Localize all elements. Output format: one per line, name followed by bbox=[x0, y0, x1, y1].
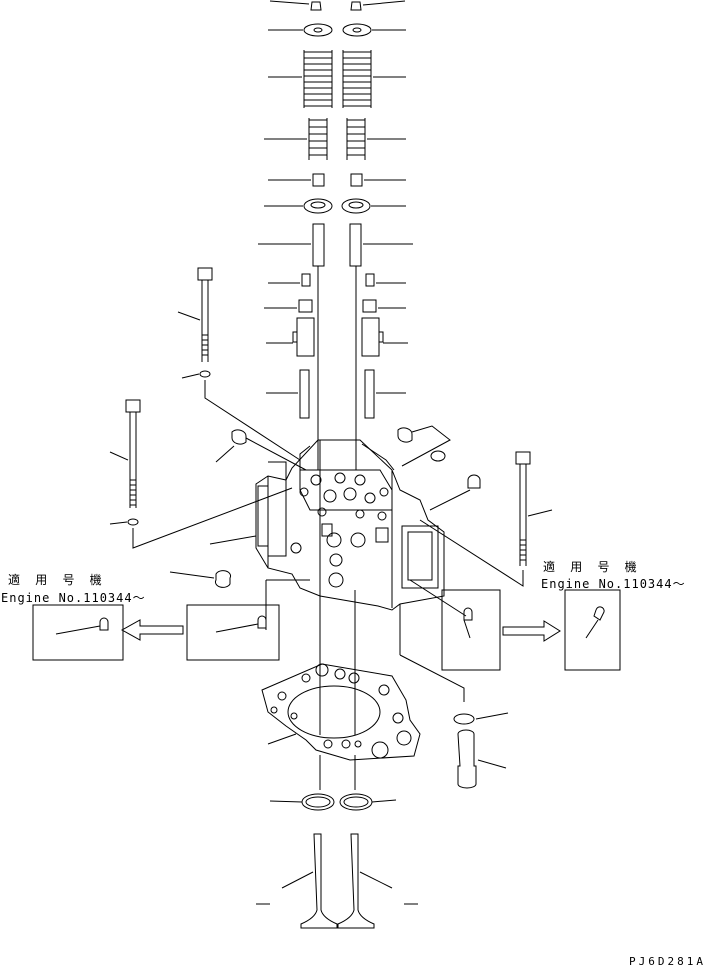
valve-guide-right bbox=[350, 224, 413, 266]
pin-right bbox=[366, 274, 406, 286]
expansion-plug-upper-right bbox=[398, 426, 450, 466]
applicable-serial-label-left: 適 用 号 機 bbox=[8, 573, 106, 587]
outer-valve-spring-left bbox=[268, 50, 332, 108]
inner-valve-spring-left bbox=[264, 118, 327, 160]
injector-sleeve bbox=[458, 730, 506, 788]
valve-stem-seal-left bbox=[268, 174, 324, 186]
nut-left bbox=[264, 300, 312, 312]
valve-stem-seal-right bbox=[351, 174, 406, 186]
valve-seat-insert-right bbox=[340, 794, 396, 810]
intake-valve bbox=[282, 834, 337, 928]
crosshead-right bbox=[362, 318, 408, 356]
assembly-guide-lines bbox=[318, 266, 356, 790]
expansion-plug-upper-left bbox=[216, 430, 306, 470]
detail-box-center-left bbox=[187, 605, 279, 660]
crosshead-left bbox=[266, 318, 314, 356]
cylinder-head-gasket bbox=[262, 664, 420, 760]
valve-seat-insert-left bbox=[270, 794, 334, 810]
head-bolt-right bbox=[420, 452, 552, 586]
spring-retainer-left bbox=[268, 24, 332, 36]
valve-guide-left bbox=[258, 224, 324, 266]
applicable-serial-label-right: 適 用 号 機 bbox=[543, 560, 641, 574]
lower-spring-seat-left bbox=[264, 199, 332, 213]
arrow-right bbox=[503, 621, 560, 641]
detail-box-far-right bbox=[565, 590, 620, 670]
plug-bolt-right bbox=[430, 475, 480, 510]
valve-keeper-right bbox=[351, 1, 405, 10]
o-ring bbox=[454, 713, 508, 724]
head-bolt-washer-lower bbox=[110, 488, 292, 548]
detail-box-far-left bbox=[33, 605, 123, 660]
spring-retainer-right bbox=[343, 24, 406, 36]
nut-right bbox=[363, 300, 406, 312]
valve-keeper-left bbox=[270, 1, 321, 10]
cylinder-head-leader-lines bbox=[210, 536, 466, 702]
exhaust-valve bbox=[338, 834, 392, 928]
pin-left bbox=[268, 274, 310, 286]
drawing-code: PJ6D281A bbox=[629, 955, 706, 968]
engine-serial-label-right: Engine No.110344～ bbox=[541, 577, 686, 591]
engine-serial-label-left: Engine No.110344～ bbox=[1, 591, 146, 605]
push-rod-left bbox=[266, 370, 309, 418]
push-rod-right bbox=[365, 370, 406, 418]
head-bolt-upper bbox=[178, 268, 212, 362]
detail-box-center-right bbox=[442, 590, 500, 670]
head-bolt-washer-upper bbox=[182, 371, 300, 460]
arrow-left bbox=[122, 620, 183, 640]
outer-valve-spring-right bbox=[343, 50, 406, 108]
cylinder-head bbox=[256, 440, 444, 610]
lower-spring-seat-right bbox=[342, 199, 406, 213]
side-plug-left bbox=[170, 571, 231, 588]
head-bolt-lower bbox=[110, 400, 140, 508]
inner-valve-spring-right bbox=[347, 118, 406, 160]
